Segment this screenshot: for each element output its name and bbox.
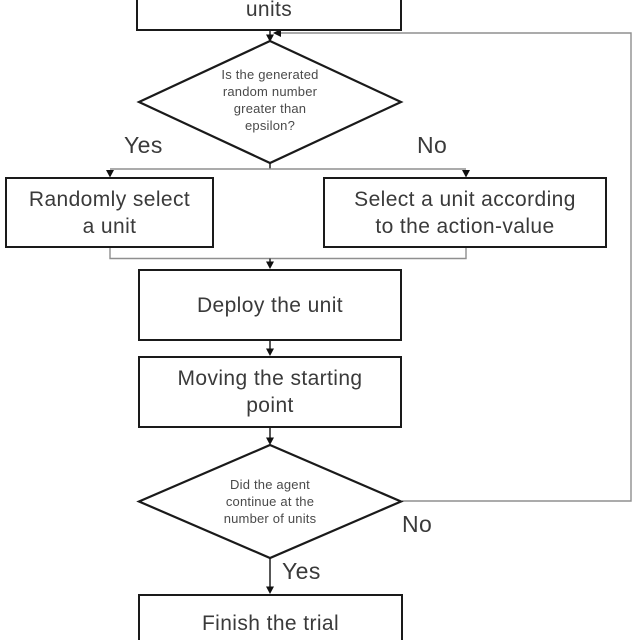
continue-yes-label: Yes — [282, 558, 321, 584]
branch-merge-connector — [109, 248, 467, 260]
top-process-box: units — [136, 0, 402, 31]
deploy-to-moving-arrowhead — [266, 348, 274, 356]
epsilon-decision-label: Is the generated random number greater t… — [221, 67, 319, 133]
select-by-action-value-box: Select a unit according to the action-va… — [323, 177, 607, 248]
loop-back-arrowhead — [273, 29, 281, 37]
continue-decision-diamond — [136, 443, 404, 560]
top-to-decision-arrowhead — [266, 34, 274, 42]
merge-to-deploy-arrowhead — [266, 261, 274, 269]
deploy-unit-box: Deploy the unit — [138, 269, 402, 341]
continue-no-label: No — [402, 511, 433, 537]
yes-branch-arrowhead — [106, 170, 114, 178]
epsilon-no-label: No — [417, 132, 448, 158]
randomly-select-unit-box: Randomly select a unit — [5, 177, 214, 248]
moving-starting-point-box: Moving the starting point — [138, 356, 402, 428]
continue-decision-label: Did the agent continue at the number of … — [223, 477, 317, 526]
loop-back-connector — [281, 32, 632, 502]
epsilon-decision-diamond — [136, 39, 404, 165]
epsilon-yes-label: Yes — [124, 132, 163, 158]
finish-trial-box: Finish the trial — [138, 594, 403, 640]
moving-to-decision-arrowhead — [266, 437, 274, 445]
decision-to-finish-arrowhead — [266, 586, 274, 594]
no-branch-arrowhead — [462, 170, 470, 178]
